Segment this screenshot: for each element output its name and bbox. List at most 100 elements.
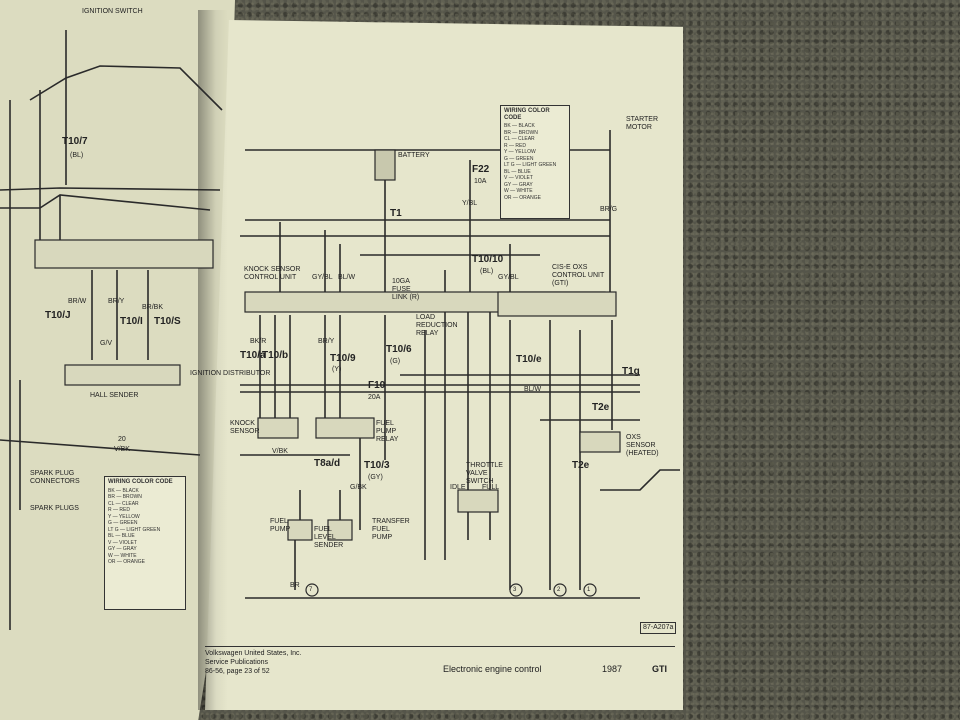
connector-t2e-a-label: T2e [592, 402, 610, 413]
section-title: Electronic engine control [443, 664, 542, 674]
oxs-sensor-label: OXS SENSOR (HEATED) [626, 434, 659, 457]
full-label: FULL [482, 484, 500, 491]
legend-row: OR — ORANGE [108, 559, 145, 565]
legend-row: LT G — LIGHT GREEN [504, 162, 557, 168]
legend-row: G — GREEN [108, 520, 138, 526]
wire-gbk-label: G/BK [350, 484, 367, 491]
spark-plugs-label: SPARK PLUGS [30, 505, 79, 512]
wire-blw-right-label: BL/W [524, 386, 542, 393]
connector-t10-7-label: T10/7 [62, 136, 88, 147]
connector-t10-6-label: T10/6 [386, 344, 412, 355]
ignition-switch-label: IGNITION SWITCH [82, 8, 143, 15]
wire-vbk-label: V/BK [114, 446, 130, 453]
ground-7-label: 7 [309, 587, 313, 593]
legend-row: BR — BROWN [504, 129, 538, 136]
idle-label: IDLE [450, 484, 466, 491]
wire-20-vbk-right-label: V/BK [272, 448, 288, 455]
right-wiring-color-legend: WIRING COLOR CODE BK — BLACK BR — BROWN … [500, 105, 570, 219]
ground-1-label: 1 [587, 587, 591, 593]
hall-sender-label: HALL SENDER [90, 392, 139, 399]
connector-t2e-b-label: T2e [572, 460, 590, 471]
legend-row: BL — BLUE [504, 168, 531, 175]
legend-row: BK — BLACK [504, 123, 535, 129]
legend-row: Y — YELLOW [108, 513, 140, 520]
load-reduction-relay-label: LOAD REDUCTION RELAY [416, 314, 458, 337]
wire-brg-label: BR/G [600, 206, 618, 213]
battery-label: BATTERY [398, 152, 430, 159]
ignition-distributor-label: IGNITION DISTRIBUTOR [190, 370, 271, 377]
fuse-f22-label: F22 [472, 164, 490, 175]
fuel-pump-relay-label: FUEL PUMP RELAY [376, 420, 399, 443]
fuse-f10-label: F10 [368, 380, 386, 391]
connector-t10-i-label: T10/I [120, 316, 143, 327]
legend-row: V — VIOLET [504, 175, 533, 181]
ground-3-label: 3 [513, 587, 517, 593]
wire-brbk-label: BR/BK [142, 304, 164, 311]
wire-gybl-label: GY/BL [312, 274, 333, 281]
wire-brw-label: BR/W [68, 298, 87, 305]
knock-sensor-control-unit-label: KNOCK SENSOR CONTROL UNIT [244, 266, 301, 281]
connector-t10-j-label: T10/J [45, 310, 71, 321]
connector-t10-6-color: (G) [390, 358, 401, 365]
connector-t10-10-label: T10/10 [472, 254, 504, 265]
publisher-line-1: Volkswagen United States, Inc. [205, 650, 302, 657]
connector-t1-label: T1 [390, 208, 402, 219]
page-reference: 86-56, page 23 of 52 [205, 668, 270, 675]
legend-row: GY — GRAY [504, 181, 533, 188]
connector-t10-a-label: T10/a [240, 350, 266, 361]
legend-row: GY — GRAY [108, 546, 137, 552]
wire-gybl-2-label: GY/BL [498, 274, 519, 281]
legend-row: G — GREEN [504, 155, 534, 162]
wire-blw-label: BL/W [338, 274, 356, 281]
spark-plug-connectors-label: SPARK PLUG CONNECTORS [30, 470, 80, 485]
wire-br-label: BR [290, 582, 300, 589]
connector-t10-9-color: (Y) [332, 366, 342, 373]
connector-t10-b-label: T10/b [262, 350, 289, 361]
right-manual-page [205, 20, 683, 710]
left-wiring-color-legend: WIRING COLOR CODE BK — BLACK BR — BROWN … [104, 476, 186, 610]
knock-sensor-label: KNOCK SENSOR [230, 420, 260, 435]
wire-gv-label: G/V [100, 340, 113, 347]
connector-t8a-d-label: T8a/d [314, 458, 341, 469]
fuel-level-sender-label: FUEL LEVEL SENDER [314, 526, 344, 549]
legend-row: W — WHITE [108, 552, 137, 559]
connector-t10-e-label: T10/e [516, 354, 542, 365]
fuse-f10-amp-label: 20A [368, 394, 381, 401]
book-gutter-shadow [198, 10, 228, 710]
legend-title: WIRING COLOR CODE [504, 108, 550, 121]
connector-t10-s-label: T10/S [154, 316, 181, 327]
legend-row: W — WHITE [504, 188, 533, 194]
cis-e-control-unit-label: CIS-E OXS CONTROL UNIT (GTI) [552, 264, 605, 287]
starter-motor-label: STARTER MOTOR [626, 116, 659, 131]
connector-bl-label: (BL) [70, 152, 84, 159]
connector-t1g-label: T1g [622, 366, 640, 377]
connector-t10-10-color: (BL) [480, 268, 494, 275]
fuel-pump-label: FUEL PUMP [270, 518, 291, 533]
legend-row: BK — BLACK [108, 487, 139, 494]
legend-row: CL — CLEAR [504, 136, 535, 142]
legend-row: Y — YELLOW [504, 149, 536, 155]
ground-2-label: 2 [557, 587, 561, 593]
legend-row: R — RED [108, 507, 130, 513]
model-name: GTI [652, 664, 667, 674]
legend-title: WIRING COLOR CODE [108, 479, 173, 485]
connector-t10-3-label: T10/3 [364, 460, 390, 471]
connector-t10-3-color: (GY) [368, 474, 383, 481]
wire-ybl-label: Y/BL [462, 200, 478, 207]
legend-row: R — RED [504, 142, 526, 149]
wire-bry-label: BR/Y [108, 298, 125, 305]
connector-t10-9-label: T10/9 [330, 353, 356, 364]
legend-row: BR — BROWN [108, 494, 142, 500]
legend-row: BL — BLUE [108, 533, 135, 539]
fuse-f22-amp-label: 10A [474, 178, 487, 185]
fuse-link-label: 10GA FUSE LINK (R) [392, 278, 420, 301]
legend-row: LT G — LIGHT GREEN [108, 526, 161, 533]
transfer-fuel-pump-label: TRANSFER FUEL PUMP [372, 518, 410, 541]
footer-rule [205, 646, 675, 647]
wire-20-label: 20 [118, 436, 126, 443]
publisher-line-2: Service Publications [205, 659, 269, 666]
reference-code: 87-A207a [640, 622, 677, 634]
legend-row: CL — CLEAR [108, 500, 139, 507]
throttle-valve-switch-label: THROTTLE VALVE SWITCH [466, 462, 503, 485]
